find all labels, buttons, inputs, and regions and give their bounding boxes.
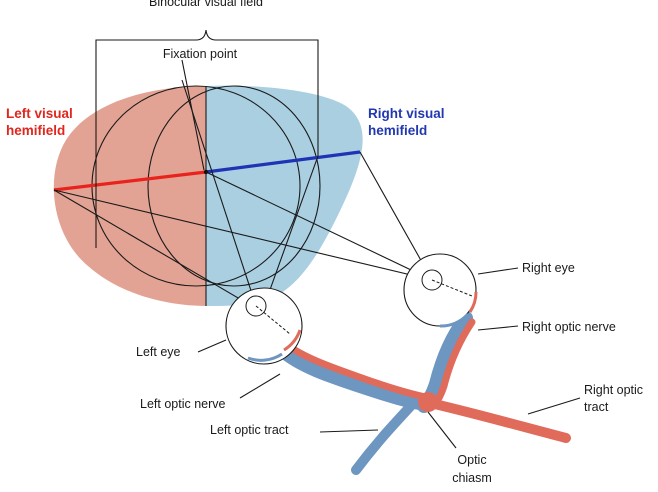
right-eye-field-outline (147, 85, 321, 287)
right-hemifield-label-line2: hemifield (368, 123, 427, 138)
optic-chiasm-label-line2: chiasm (452, 471, 492, 485)
fixation-point-label: Fixation point (163, 47, 238, 61)
labels: Binocular visual field Fixation point Le… (6, 0, 643, 485)
left-eye (225, 287, 303, 365)
right-optic-tract-label-line1: Right optic (584, 383, 643, 397)
right-hemifield-label-line1: Right visual (368, 106, 445, 121)
left-eye-label: Left eye (136, 345, 181, 359)
left-optic-nerve (275, 343, 433, 411)
left-optic-tract (351, 393, 423, 475)
left-hemifield-label-line2: hemifield (6, 123, 65, 138)
left-horizontal-meridian (53, 170, 207, 192)
right-eye (403, 253, 478, 328)
binocular-field-label: Binocular visual field (149, 0, 263, 9)
leader-lines (181, 59, 581, 449)
right-optic-tract-label-line2: tract (584, 400, 609, 414)
right-optic-nerve-label: Right optic nerve (522, 320, 616, 334)
left-optic-tract-label: Left optic tract (210, 423, 289, 437)
optic-chiasm (418, 392, 438, 412)
left-visual-hemifield-area (53, 86, 206, 306)
right-eye-label: Right eye (522, 261, 575, 275)
binocular-bracket (95, 29, 319, 248)
right-visual-hemifield-area (206, 85, 363, 306)
right-horizontal-meridian (205, 150, 361, 174)
optic-chiasm-label-line1: Optic (457, 453, 486, 467)
left-hemifield-label-line1: Left visual (6, 106, 73, 121)
right-optic-tract (421, 397, 571, 443)
optic-pathway (275, 311, 571, 475)
left-optic-nerve-label: Left optic nerve (140, 397, 226, 411)
visual-field (53, 85, 363, 306)
projection-lines (53, 79, 433, 313)
